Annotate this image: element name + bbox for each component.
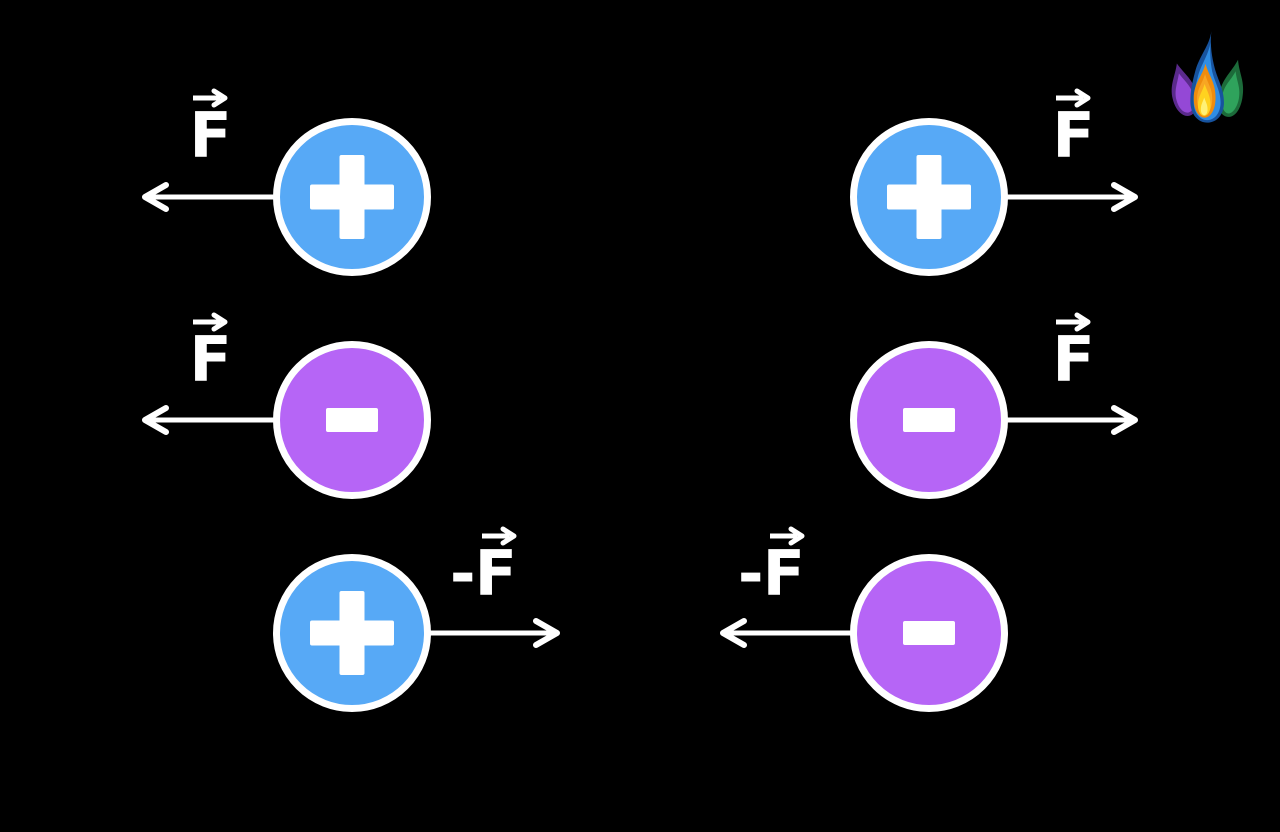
force-label-text: F [189, 99, 231, 172]
force-label: -F [724, 526, 805, 610]
positive-charge-circle [273, 554, 431, 712]
vector-arrow-icon [770, 526, 805, 546]
force-label: -F [436, 526, 517, 610]
plus-sign-bar [339, 155, 365, 239]
force-label: F [1033, 312, 1113, 396]
force-arrow-right [1004, 182, 1138, 212]
plus-sign [280, 561, 424, 705]
plus-sign-bar [916, 155, 942, 239]
vector-arrow-icon [1056, 312, 1091, 332]
vector-arrow-icon [482, 526, 517, 546]
plus-sign [280, 125, 424, 269]
force-label-text: F [1052, 323, 1094, 396]
negative-charge-circle [273, 341, 431, 499]
minus-sign [857, 348, 1001, 492]
force-label: F [1033, 88, 1113, 172]
minus-sign-bar [903, 621, 955, 645]
plus-sign [857, 125, 1001, 269]
positive-charge-circle [850, 118, 1008, 276]
force-arrow-right [1004, 405, 1138, 435]
vector-arrow-icon [1056, 88, 1091, 108]
negative-charge-circle [850, 554, 1008, 712]
minus-sign [280, 348, 424, 492]
negative-charge-circle [850, 341, 1008, 499]
minus-sign [857, 561, 1001, 705]
flame-logo-icon [1171, 31, 1244, 123]
force-arrow-left [720, 618, 854, 648]
vector-arrow-icon [193, 88, 228, 108]
force-arrow-right [426, 618, 560, 648]
minus-sign-bar [326, 408, 378, 432]
force-label-text: F [1052, 99, 1094, 172]
force-arrow-left [142, 405, 276, 435]
vector-arrow-icon [193, 312, 228, 332]
force-label-text: F [189, 323, 231, 396]
plus-sign-bar [339, 591, 365, 675]
force-label-text: -F [737, 537, 805, 610]
minus-sign-bar [903, 408, 955, 432]
force-arrow-left [142, 182, 276, 212]
positive-charge-circle [273, 118, 431, 276]
force-label-text: -F [449, 537, 517, 610]
force-label: F [170, 312, 250, 396]
force-label: F [170, 88, 250, 172]
